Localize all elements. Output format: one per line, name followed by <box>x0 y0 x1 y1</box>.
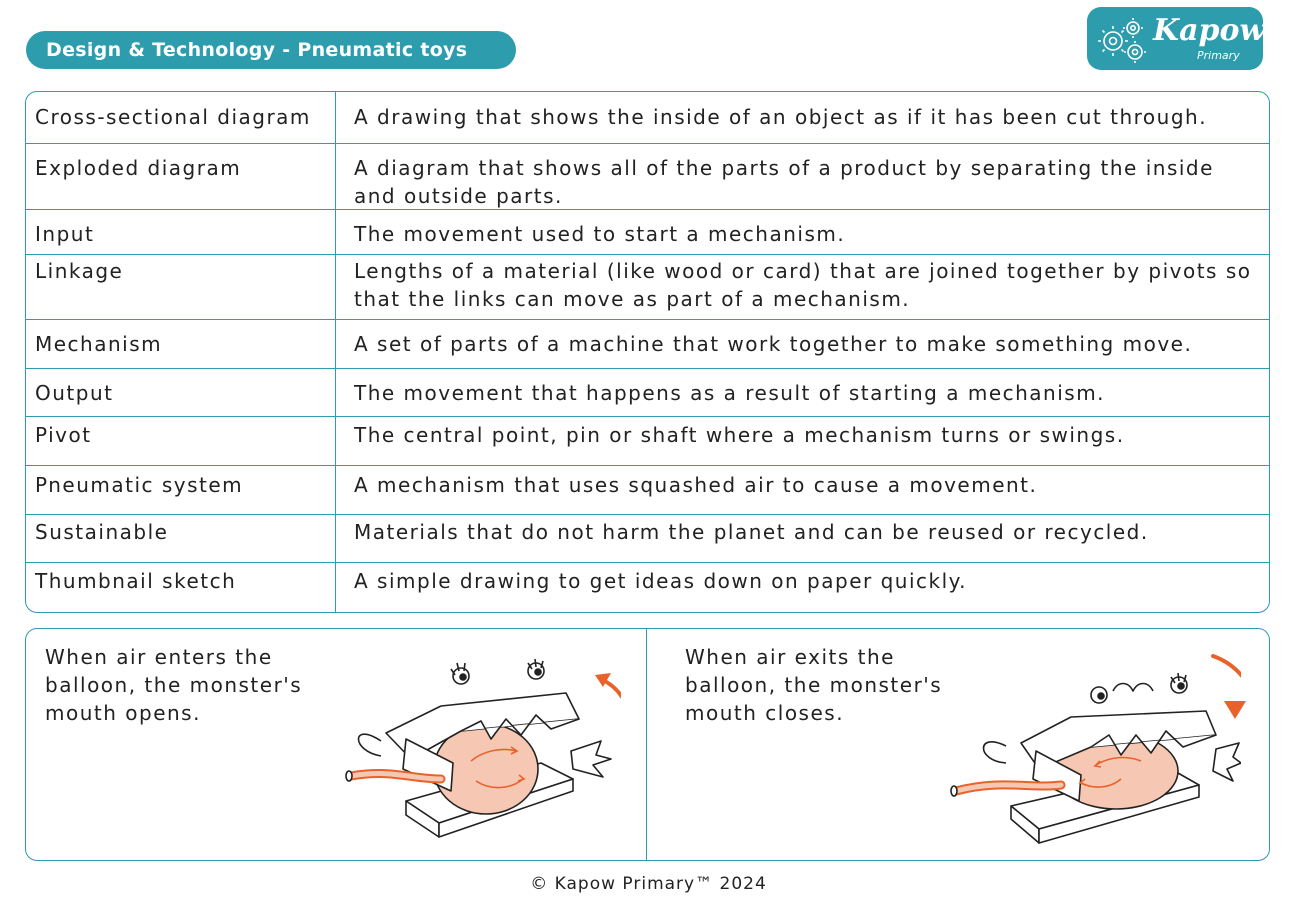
table-row: Cross-sectional diagram A drawing that s… <box>26 92 1269 144</box>
right-caption: When air exits the balloon, the monster'… <box>685 645 943 725</box>
glossary-term: Sustainable <box>26 514 336 562</box>
arrow-down-icon <box>1224 701 1246 719</box>
kapow-logo: Kapow Primary <box>1087 7 1266 70</box>
logo-brand-text: Kapow <box>1153 13 1266 48</box>
glossary-term: Pivot <box>26 416 336 465</box>
glossary-term: Pneumatic system <box>26 465 336 514</box>
glossary-definition: Materials that do not harm the planet an… <box>354 520 1149 544</box>
table-row: Input The movement used to start a mecha… <box>26 209 1269 255</box>
logo-sub-text: Primary <box>1197 49 1240 62</box>
glossary-term: Mechanism <box>26 319 336 368</box>
glossary-definition: A set of parts of a machine that work to… <box>354 332 1193 356</box>
table-row: Pneumatic system A mechanism that uses s… <box>26 465 1269 515</box>
page-title: Design & Technology - Pneumatic toys <box>26 31 516 69</box>
glossary-term: Output <box>26 368 336 416</box>
table-row: Thumbnail sketch A simple drawing to get… <box>26 562 1269 612</box>
table-row: Pivot The central point, pin or shaft wh… <box>26 416 1269 466</box>
table-row: Sustainable Materials that do not harm t… <box>26 514 1269 563</box>
glossary-term: Thumbnail sketch <box>26 562 336 612</box>
glossary-definition: The movement used to start a mechanism. <box>354 222 846 246</box>
copyright-footer: © Kapow Primary™ 2024 <box>530 874 767 894</box>
glossary-definition: Lengths of a material (like wood or card… <box>354 259 1252 311</box>
glossary-definition: A simple drawing to get ideas down on pa… <box>354 569 967 593</box>
panel-divider <box>646 629 647 860</box>
examples-panel: When air enters the balloon, the monster… <box>25 628 1270 861</box>
glossary-term: Linkage <box>26 254 336 319</box>
glossary-term: Input <box>26 209 336 254</box>
glossary-definition: The central point, pin or shaft where a … <box>354 423 1125 447</box>
table-row: Linkage Lengths of a material (like wood… <box>26 254 1269 320</box>
monster-mouth-open-illustration <box>345 658 621 838</box>
left-caption: When air enters the balloon, the monster… <box>45 645 303 725</box>
monster-mouth-closed-illustration <box>950 654 1241 844</box>
table-row: Output The movement that happens as a re… <box>26 368 1269 417</box>
glossary-definition: A drawing that shows the inside of an ob… <box>354 105 1208 129</box>
glossary-definition: A mechanism that uses squashed air to ca… <box>354 473 1038 497</box>
glossary-term: Cross-sectional diagram <box>26 92 336 143</box>
glossary-term: Exploded diagram <box>26 143 336 209</box>
glossary-table: Cross-sectional diagram A drawing that s… <box>25 91 1270 613</box>
table-row: Exploded diagram A diagram that shows al… <box>26 143 1269 210</box>
glossary-definition: A diagram that shows all of the parts of… <box>354 156 1214 208</box>
gears-icon <box>1098 18 1146 63</box>
glossary-definition: The movement that happens as a result of… <box>354 381 1106 405</box>
table-row: Mechanism A set of parts of a machine th… <box>26 319 1269 369</box>
